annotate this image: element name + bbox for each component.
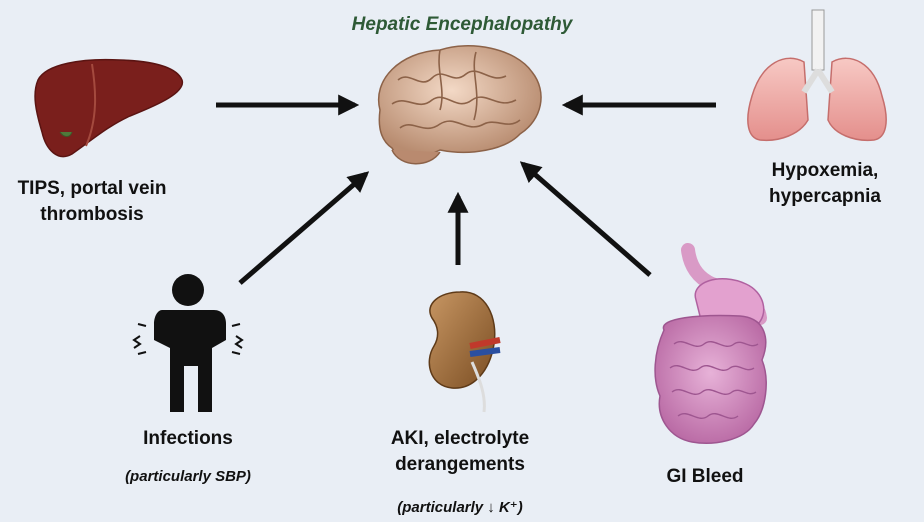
infection-factor-label: Infections [143,428,233,449]
liver-factor-label: TIPS, portal vein thrombosis [17,178,167,225]
diagram-title: Hepatic Encephalopathy [351,14,573,35]
arrow-gi-to-brain [519,161,652,277]
gi-factor-label: GI Bleed [666,466,744,487]
lungs-icon [747,9,887,142]
kidney-icon [428,291,501,413]
brain-icon [377,45,542,165]
kidney-factor-label: AKI, electrolyte derangements [390,428,530,475]
infection-factor-note: (particularly SBP) [125,468,251,485]
arrow-infection-to-brain [238,171,370,285]
gi-tract-icon [654,243,767,444]
lungs-factor-label: Hypoxemia, hypercapnia [769,160,881,207]
person-pain-icon [132,274,244,412]
liver-icon [34,58,184,158]
kidney-factor-note: (particularly ↓ K⁺) [397,499,523,516]
